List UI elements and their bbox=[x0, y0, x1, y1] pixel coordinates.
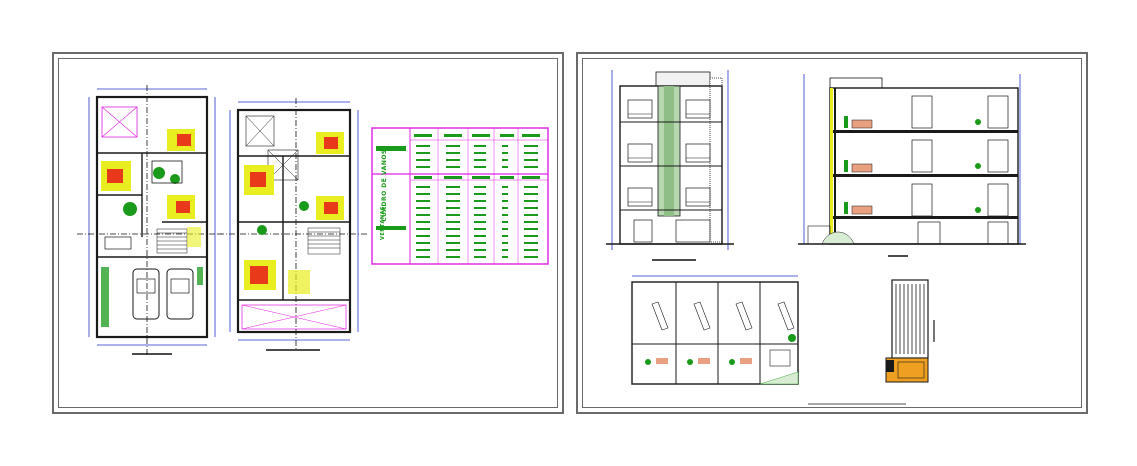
ground-floor-plan bbox=[77, 85, 222, 357]
roof-plan bbox=[885, 279, 935, 383]
table-rows-upper bbox=[416, 145, 538, 168]
sheet-border-outer-right bbox=[576, 52, 1088, 414]
sheet-border-inner bbox=[58, 58, 558, 408]
sheet-border-inner-right bbox=[582, 58, 1082, 408]
floor-plans-sheet: CUADRO DE VANOS VENTANAS bbox=[52, 52, 564, 414]
table-title-bottom: VENTANAS bbox=[380, 205, 387, 241]
cross-section bbox=[631, 275, 799, 385]
front-elevation bbox=[606, 70, 734, 250]
floor-plans-drawing bbox=[77, 85, 549, 357]
elevations-drawing bbox=[606, 70, 1026, 405]
sheet-border-outer bbox=[52, 52, 564, 414]
elevations-sections-sheet bbox=[576, 52, 1088, 414]
longitudinal-section bbox=[798, 74, 1026, 245]
table-rows-lower bbox=[414, 176, 540, 258]
window-schedule-table bbox=[371, 127, 549, 265]
upper-floor-plan bbox=[218, 98, 368, 350]
